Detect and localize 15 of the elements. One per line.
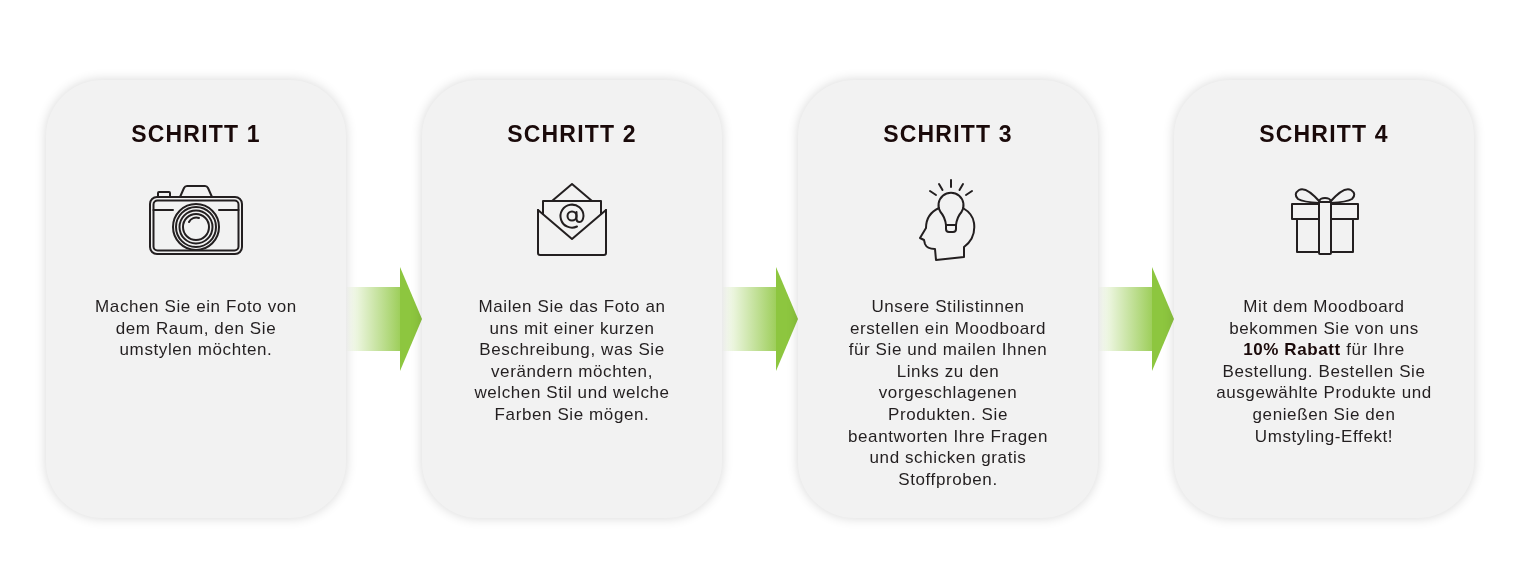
step-description: Machen Sie ein Foto von dem Raum, den Sie umstylen möchten. xyxy=(94,296,298,361)
step-card xyxy=(1174,80,1474,518)
step-card xyxy=(798,80,1098,518)
step-description: Mit dem Moodboard bekommen Sie von uns 10% Rabatt für Ihre Bestellung. Bestellen Sie ausgewählte Produkte und genießen Sie den Umstyling-Effekt! xyxy=(1215,296,1433,448)
step-description: Unsere Stilistinnen erstellen ein Moodboard für Sie und mailen Ihnen Links zu den vorgeschlagenen Produkten. Sie beantworten Ihre Fragen und schicken gratis Stoffproben. xyxy=(847,296,1049,491)
arrow xyxy=(1098,267,1174,371)
arrow xyxy=(722,267,798,371)
step-heading: SCHRITT 2 xyxy=(507,120,637,148)
step-card xyxy=(422,80,722,518)
step-heading: SCHRITT 1 xyxy=(131,120,261,148)
step-heading: SCHRITT 4 xyxy=(1259,120,1389,148)
arrow xyxy=(346,267,422,371)
step-heading: SCHRITT 3 xyxy=(883,120,1013,148)
step-card xyxy=(46,80,346,518)
step-description: Mailen Sie das Foto an uns mit einer kurzen Beschreibung, was Sie verändern möchten, welchen Stil und welche Farben Sie mögen. xyxy=(473,296,671,426)
